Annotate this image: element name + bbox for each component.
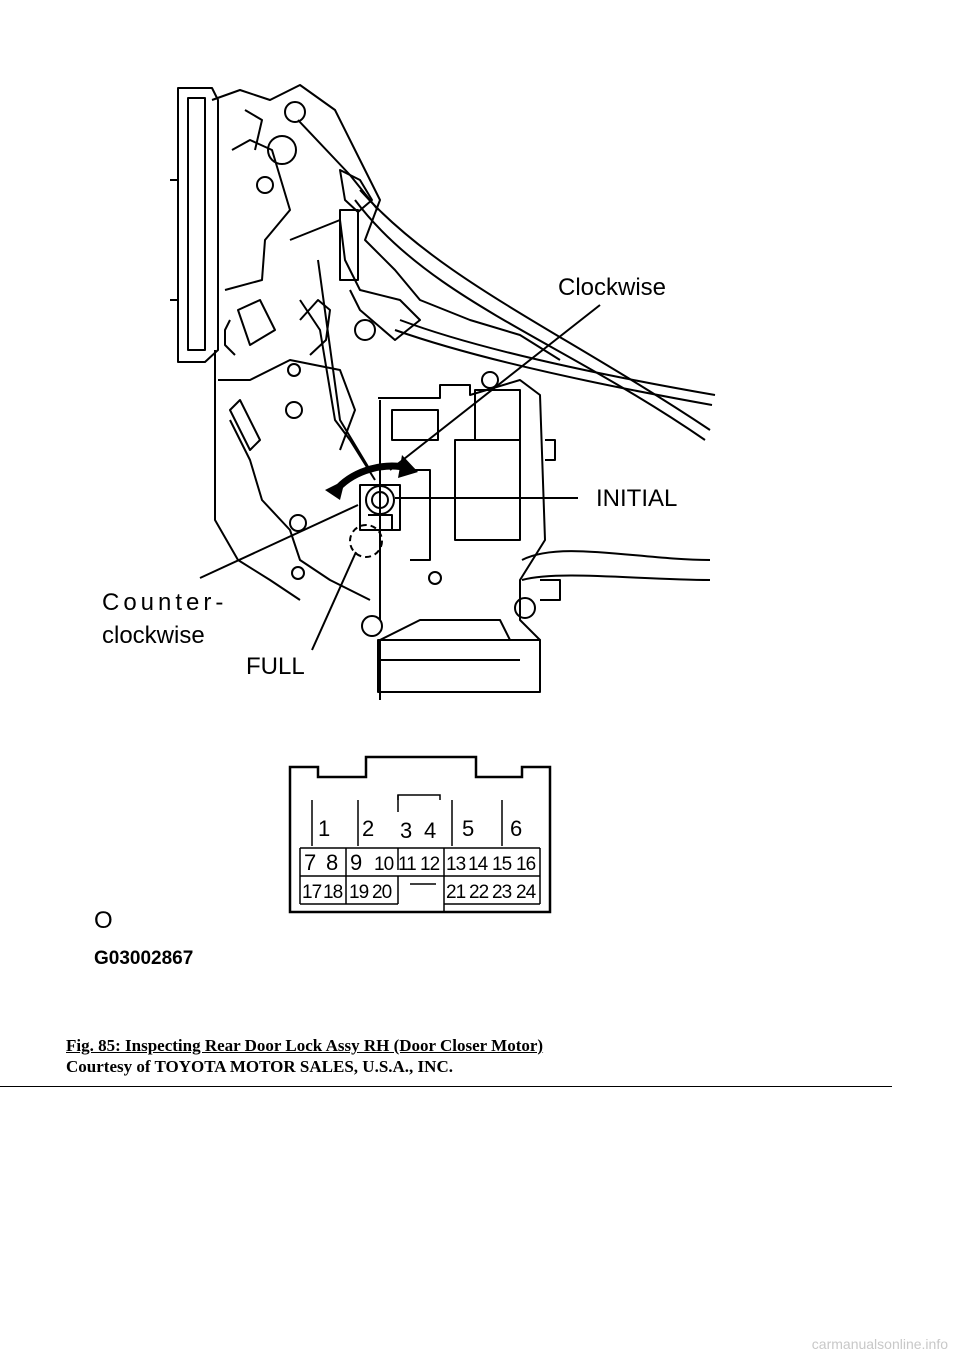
full-position-marker: [349, 524, 383, 558]
door-lock-assembly-drawing: [170, 84, 716, 700]
pin-19: 19: [349, 882, 369, 903]
figure-title: Fig. 85: Inspecting Rear Door Lock Assy …: [66, 1036, 544, 1055]
pin-23: 23: [492, 882, 512, 903]
leader-lines: [199, 304, 601, 651]
pin-9: 9: [350, 850, 362, 875]
pin-3: 3: [400, 818, 412, 843]
pin-16: 16: [516, 854, 536, 875]
pin-8: 8: [326, 850, 338, 875]
rotation-arrow: [325, 455, 418, 500]
pin-20: 20: [372, 882, 392, 903]
counter-clockwise-label-line2: clockwise: [102, 622, 205, 649]
graphic-code: G03002867: [94, 948, 193, 969]
pin-6: 6: [510, 816, 522, 841]
door-lock-diagram: Clockwise INITIAL Counter- clockwise FUL…: [94, 84, 716, 969]
pin-21: 21: [446, 882, 466, 903]
clockwise-label: Clockwise: [558, 274, 666, 301]
pin-24: 24: [516, 882, 537, 903]
full-label: FULL: [246, 653, 305, 680]
figure-mark: O: [94, 907, 113, 934]
courtesy-line: Courtesy of TOYOTA MOTOR SALES, U.S.A., …: [66, 1057, 453, 1076]
pin-11: 11: [398, 854, 416, 875]
pin-12: 12: [420, 854, 440, 875]
pin-17: 17: [302, 882, 322, 903]
pin-7: 7: [304, 850, 316, 875]
pin-5: 5: [462, 816, 474, 841]
pin-4: 4: [424, 818, 436, 843]
counter-clockwise-label-line1: Counter-: [102, 589, 227, 616]
pin-2: 2: [362, 816, 374, 841]
pin-22: 22: [469, 882, 489, 903]
pin-10: 10: [374, 854, 394, 875]
pin-18: 18: [323, 882, 343, 903]
pin-13: 13: [446, 854, 466, 875]
connector-face: 1 2 3 4 5 6 7 8 9 10 11 12 13 14 15 16 1…: [288, 755, 552, 914]
site-watermark: carmanualsonline.info: [811, 1336, 948, 1352]
horizontal-rule: [0, 1086, 892, 1087]
pin-14: 14: [468, 854, 489, 875]
pin-15: 15: [492, 854, 512, 875]
pin-1: 1: [318, 816, 330, 841]
figure-caption: Fig. 85: Inspecting Rear Door Lock Assy …: [66, 1035, 543, 1077]
initial-label: INITIAL: [596, 485, 677, 512]
